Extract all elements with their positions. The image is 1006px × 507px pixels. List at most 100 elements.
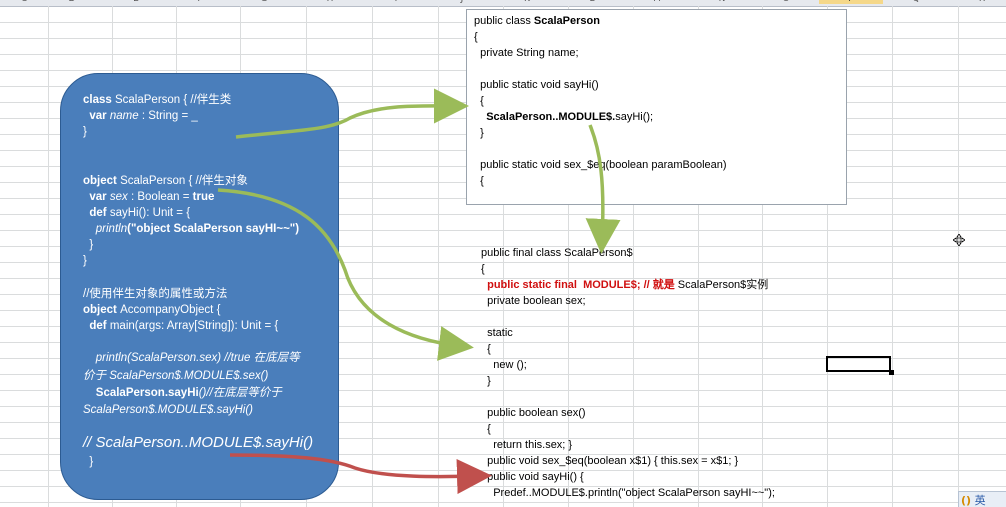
column-header-k[interactable]: K	[495, 0, 559, 4]
text-segment: Predef..MODULE$.println("object ScalaPer…	[481, 487, 775, 499]
text-segment: sayHi();	[615, 111, 654, 123]
code-line: {	[481, 263, 485, 276]
grid-column-line	[48, 6, 49, 507]
grid-column-line	[633, 6, 634, 507]
code-line: public void sex_$eq(boolean x$1) { this.…	[481, 455, 738, 468]
grid-column-line	[503, 6, 504, 507]
callout-line: object AccompanyObject {	[83, 303, 220, 317]
text-segment: object	[83, 304, 121, 316]
code-text-box[interactable]	[466, 9, 847, 205]
callout-line: }	[83, 455, 93, 469]
callout-line: def sayHi(): Unit = {	[83, 206, 190, 220]
grid-column-line	[698, 6, 699, 507]
column-header-q[interactable]: Q	[884, 0, 948, 4]
code-line: public static void sayHi()	[474, 79, 599, 92]
grid-row-line	[0, 438, 1006, 439]
text-segment: main(args: Array[String]): Unit = {	[109, 320, 279, 332]
column-header-g[interactable]: G	[232, 0, 296, 4]
selected-cell[interactable]	[826, 356, 891, 372]
column-header-r[interactable]: R	[950, 0, 1006, 4]
text-segment: new ();	[481, 359, 527, 371]
grid-row-line	[0, 486, 1006, 487]
ime-status-icon[interactable]: () 英	[958, 491, 1006, 507]
text-segment: println(ScalaPerson.sex) //true 在底层等	[83, 352, 300, 364]
grid-row-line	[0, 342, 1006, 343]
callout-line: }	[83, 125, 87, 139]
code-line: {	[481, 343, 491, 356]
green-arrow-class-to-codebox	[235, 88, 469, 139]
column-header-p[interactable]: P	[819, 0, 883, 4]
grid-column-line	[827, 6, 828, 507]
fill-handle[interactable]	[889, 370, 894, 375]
grid-column-line	[958, 6, 959, 507]
grid-row-line	[0, 470, 1006, 471]
code-line: public static final MODULE$; // 就是 Scala…	[481, 279, 768, 292]
column-header-m[interactable]: M	[625, 0, 689, 4]
grid-column-line	[568, 6, 569, 507]
column-header-c[interactable]: C	[0, 0, 56, 4]
text-segment: var	[83, 191, 110, 203]
column-header-l[interactable]: L	[560, 0, 624, 4]
text-segment: }	[83, 126, 87, 138]
column-header-i[interactable]: I	[364, 0, 428, 4]
text-segment: public void sayHi() {	[481, 471, 584, 483]
code-line: public static void sex_$eq(boolean param…	[474, 159, 726, 172]
callout-line: }	[83, 254, 87, 268]
text-segment: ScalaPerson { //伴生对象	[120, 175, 248, 187]
callout-line: }	[83, 238, 93, 252]
text-segment: sex	[109, 191, 128, 203]
text-segment: ()//在底层等价于	[198, 387, 282, 399]
text-segment: : Boolean =	[127, 191, 193, 203]
grid-row-line	[0, 406, 1006, 407]
text-segment: name	[109, 110, 139, 122]
column-header-e[interactable]: E	[104, 0, 168, 4]
column-header-j[interactable]: J	[430, 0, 494, 4]
text-segment: object	[83, 175, 121, 187]
grid-row-line	[0, 502, 1006, 503]
code-line: return this.sex; }	[481, 439, 572, 452]
callout-line: var name : String = _	[83, 109, 197, 123]
callout-line: // ScalaPerson..MODULE$.sayHi()	[83, 435, 313, 450]
code-line: private boolean sex;	[481, 295, 586, 308]
column-header-d[interactable]: D	[40, 0, 104, 4]
text-segment: private String name;	[474, 47, 579, 59]
column-header-n[interactable]: N	[690, 0, 754, 4]
text-segment: return this.sex; }	[481, 439, 573, 451]
grid-row-line	[0, 326, 1006, 327]
callout-line: class ScalaPerson { //伴生类	[83, 93, 231, 107]
text-segment: ScalaPerson { //伴生类	[114, 94, 232, 106]
text-segment: {	[474, 95, 484, 107]
callout-line: println(ScalaPerson.sex) //true 在底层等	[83, 351, 300, 365]
column-header-o[interactable]: O	[754, 0, 818, 4]
text-segment: static	[481, 327, 513, 339]
text-segment: private boolean sex;	[481, 295, 586, 307]
code-line: static	[481, 327, 513, 340]
code-line: public void sayHi() {	[481, 471, 584, 484]
grid-row-line	[0, 230, 1006, 231]
text-segment: ScalaPerson.sayHi	[83, 387, 199, 399]
text-segment: }	[481, 375, 491, 387]
text-segment: //使用伴生对象的属性或方法	[83, 288, 228, 300]
text-segment: {	[481, 423, 491, 435]
grid-row-line	[0, 294, 1006, 295]
callout-shape[interactable]	[60, 73, 339, 500]
callout-line: 价于 ScalaPerson$.MODULE$.sex()	[83, 369, 268, 383]
code-line: public boolean sex()	[481, 407, 586, 420]
text-segment: public void sex_$eq(boolean x$1) { this.…	[481, 455, 739, 467]
grid-row-line	[0, 278, 1006, 279]
text-segment: ScalaPerson$.MODULE$.sayHi()	[83, 404, 254, 416]
grid-column-line	[438, 6, 439, 507]
callout-line: def main(args: Array[String]): Unit = {	[83, 319, 278, 333]
grid-column-line	[762, 6, 763, 507]
callout-line: //使用伴生对象的属性或方法	[83, 287, 227, 301]
grid-column-line	[892, 6, 893, 507]
callout-line: var sex : Boolean = true	[83, 190, 214, 204]
callout-line: println("object ScalaPerson sayHI~~")	[83, 222, 299, 236]
text-segment: sayHi(): Unit = {	[109, 207, 191, 219]
text-segment: true	[192, 191, 215, 203]
column-header-f[interactable]: F	[168, 0, 232, 4]
text-segment: public boolean sex()	[481, 407, 586, 419]
text-segment: {	[474, 175, 484, 187]
column-header-h[interactable]: H	[298, 0, 362, 4]
